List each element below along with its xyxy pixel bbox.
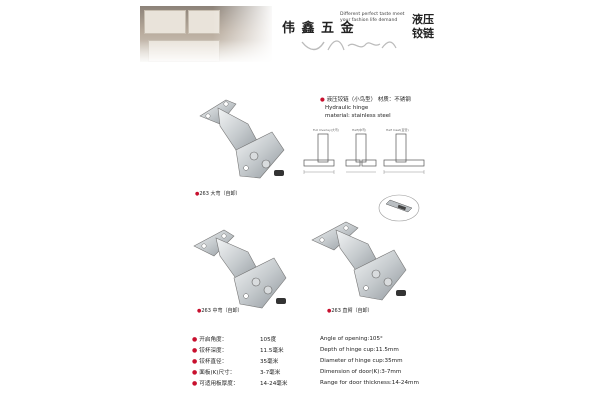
page-title: 液压 铰链 (412, 13, 434, 40)
caption-straight-arm: ●263 直臂（自卸） (327, 308, 373, 314)
damper-detail-icon (378, 194, 420, 222)
drawing-half (345, 133, 377, 173)
caption-medium-bend: ●263 中弯（自卸） (197, 308, 243, 314)
brand-name: 伟 鑫 五 金 (282, 21, 355, 36)
spec-row: ●铰杯深度： 11.5毫米 Depth of hinge cup:11.5mm (192, 346, 399, 354)
brand-swash-logo (301, 40, 397, 51)
spec-row: ●铰杯直径： 35毫米 Diameter of hinge cup:35mm (192, 357, 403, 365)
spec-heading: ● 液压铰链（小鸟型） 材质：不锈钢 Hydraulic hinge mater… (320, 97, 411, 119)
spec-table: ●开启角度： 105度 Angle of opening:105° ●铰杯深度：… (190, 333, 425, 388)
hinge-image-straight-arm (311, 221, 407, 301)
hinge-image-large-bend (199, 99, 285, 179)
drawing-label-half-inset: Half Inset(直臂) (386, 128, 409, 132)
hinge-image-medium-bend (193, 229, 287, 309)
kitchen-photo (140, 6, 272, 62)
drawing-label-full-overlay: Full Overlay(大弯) (313, 128, 340, 132)
drawing-half-inset (383, 133, 425, 174)
drawing-full-overlay (303, 133, 335, 174)
spec-row: ●面板(K)尺寸： 3-7毫米 Dimension of door(K):3-7… (192, 368, 402, 376)
spec-row: ●可适用板厚度： 14-24毫米 Range for door thicknes… (192, 379, 419, 387)
caption-large-bend: ●263 大弯（自卸） (195, 191, 241, 197)
tagline: Different perfect taste meet your fashio… (340, 12, 405, 23)
drawing-label-half: Half(中弯) (352, 128, 367, 132)
spec-row: ●开启角度： 105度 Angle of opening:105° (192, 335, 383, 343)
